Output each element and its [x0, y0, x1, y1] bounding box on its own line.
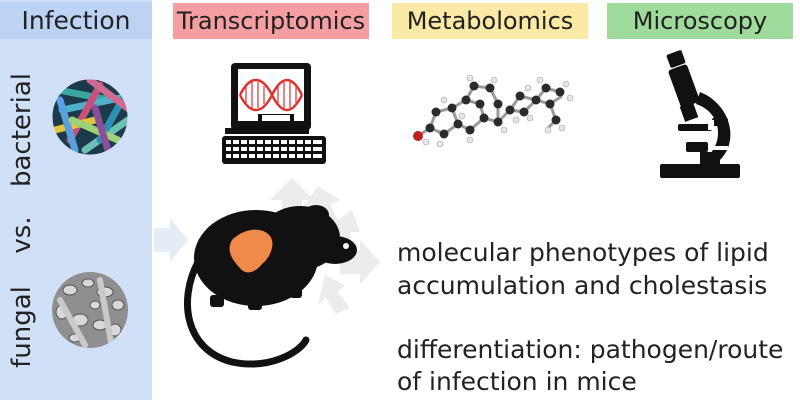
outcome-text-3: differentiation: pathogen/route [397, 335, 784, 364]
outcome-text-4: of infection in mice [397, 367, 637, 396]
transcriptomics-header: Transcriptomics [173, 3, 369, 39]
outcome-text-1: molecular phenotypes of lipid [397, 238, 769, 267]
metabolomics-header: Metabolomics [392, 3, 588, 39]
microscopy-header: Microscopy [607, 3, 793, 39]
outcome-text-2: accumulation and cholestasis [397, 271, 768, 300]
infection-header: Infection [0, 2, 152, 39]
